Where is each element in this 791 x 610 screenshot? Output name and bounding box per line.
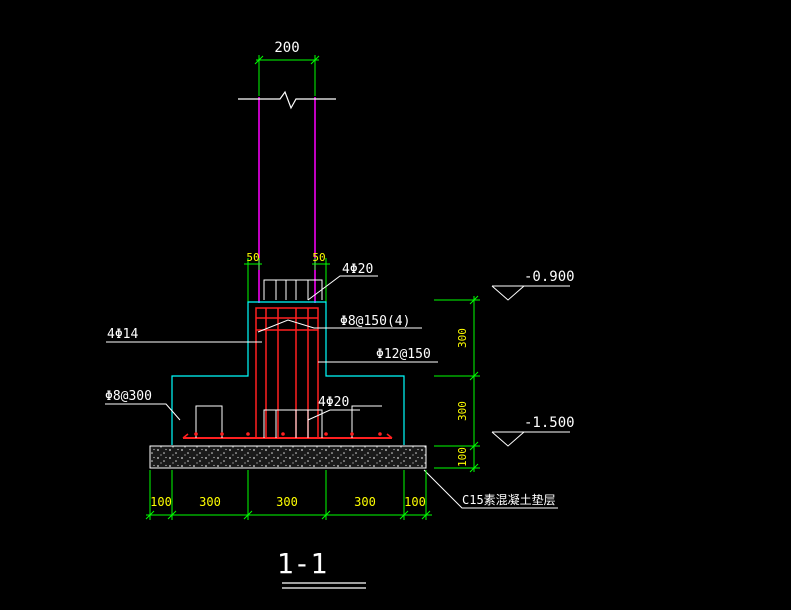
- label-side-bars: 4Φ14: [107, 327, 138, 342]
- label-stirrups: Φ8@150(4): [340, 314, 410, 329]
- annotation-labels: 4Φ20 Φ8@150(4) 4Φ14 Φ12@150 Φ8@300 4Φ20 …: [105, 262, 556, 507]
- column: [238, 90, 336, 303]
- dimension-text-cover-left: 50: [246, 251, 259, 264]
- foundation-outline: [171, 301, 405, 445]
- dimension-bottom-texts: 100 300 300 300 100: [150, 495, 426, 509]
- dimension-text: 100: [404, 495, 426, 509]
- dimension-text-cover-right: 50: [312, 251, 325, 264]
- leaders: [105, 275, 558, 509]
- dimension-text: 300: [456, 328, 469, 348]
- section-title-text: 1-1: [277, 547, 328, 580]
- dimension-right-texts: 300 300 100: [456, 328, 469, 467]
- label-blinding: C15素混凝土垫层: [462, 492, 556, 507]
- label-mesh-left: Φ8@300: [105, 389, 152, 404]
- dimension-bottom: [145, 470, 432, 520]
- label-top-bars: 4Φ20: [342, 262, 373, 277]
- elevation-text-bottom: -1.500: [524, 415, 575, 431]
- elevation-mark-top: -0.900: [491, 269, 575, 301]
- section-title: 1-1: [277, 547, 366, 589]
- label-bottom-bars: 4Φ20: [318, 395, 349, 410]
- dimension-text: 300: [456, 401, 469, 421]
- break-line: [238, 90, 336, 110]
- dimension-cover: 50 50: [244, 251, 330, 302]
- dimension-text: 300: [276, 495, 298, 509]
- blinding-layer: [149, 445, 427, 469]
- dimension-text: 300: [354, 495, 376, 509]
- dimension-text: 300: [199, 495, 221, 509]
- elevation-text-top: -0.900: [524, 269, 575, 285]
- label-mesh-right: Φ12@150: [376, 347, 431, 362]
- rebar-dots: [194, 432, 382, 436]
- elevation-mark-bottom: -1.500: [491, 415, 575, 447]
- dimension-text-200: 200: [274, 40, 299, 56]
- column-bars: [195, 279, 382, 438]
- dimension-column-width: 200: [254, 40, 320, 96]
- dimension-right: [434, 295, 480, 473]
- dimension-text: 100: [456, 447, 469, 467]
- dimension-text: 100: [150, 495, 172, 509]
